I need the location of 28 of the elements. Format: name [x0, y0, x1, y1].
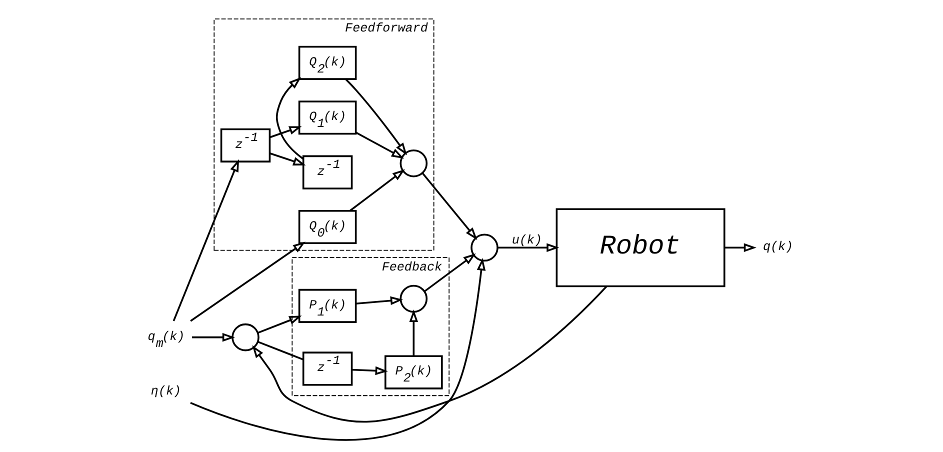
- arrow: [192, 332, 235, 342]
- node-circle: [400, 284, 428, 313]
- arrow: [270, 152, 306, 166]
- node-text: η(k): [150, 384, 182, 398]
- arrow: [270, 126, 302, 138]
- arrow: [172, 159, 240, 322]
- arrow: [356, 296, 404, 306]
- edge-label: u(k): [512, 233, 542, 248]
- arrow: [190, 258, 486, 441]
- arrow: [409, 309, 418, 356]
- node-circle: [232, 323, 260, 352]
- arrow: [422, 172, 478, 240]
- arrow: [352, 366, 388, 376]
- arrow: [276, 77, 304, 160]
- arrow: [252, 286, 608, 423]
- arrow: [344, 78, 408, 156]
- arrow: [498, 243, 560, 252]
- connector: [258, 341, 304, 360]
- arrow: [424, 253, 476, 292]
- node-box: Robot: [556, 208, 726, 288]
- arrow: [350, 169, 405, 212]
- node-text: q(k): [762, 240, 794, 254]
- arrow: [190, 242, 306, 322]
- node-circle: [400, 149, 428, 178]
- arrow: [258, 316, 302, 334]
- node-circle: [470, 234, 498, 262]
- arrow: [355, 132, 404, 159]
- arrow: [724, 243, 756, 252]
